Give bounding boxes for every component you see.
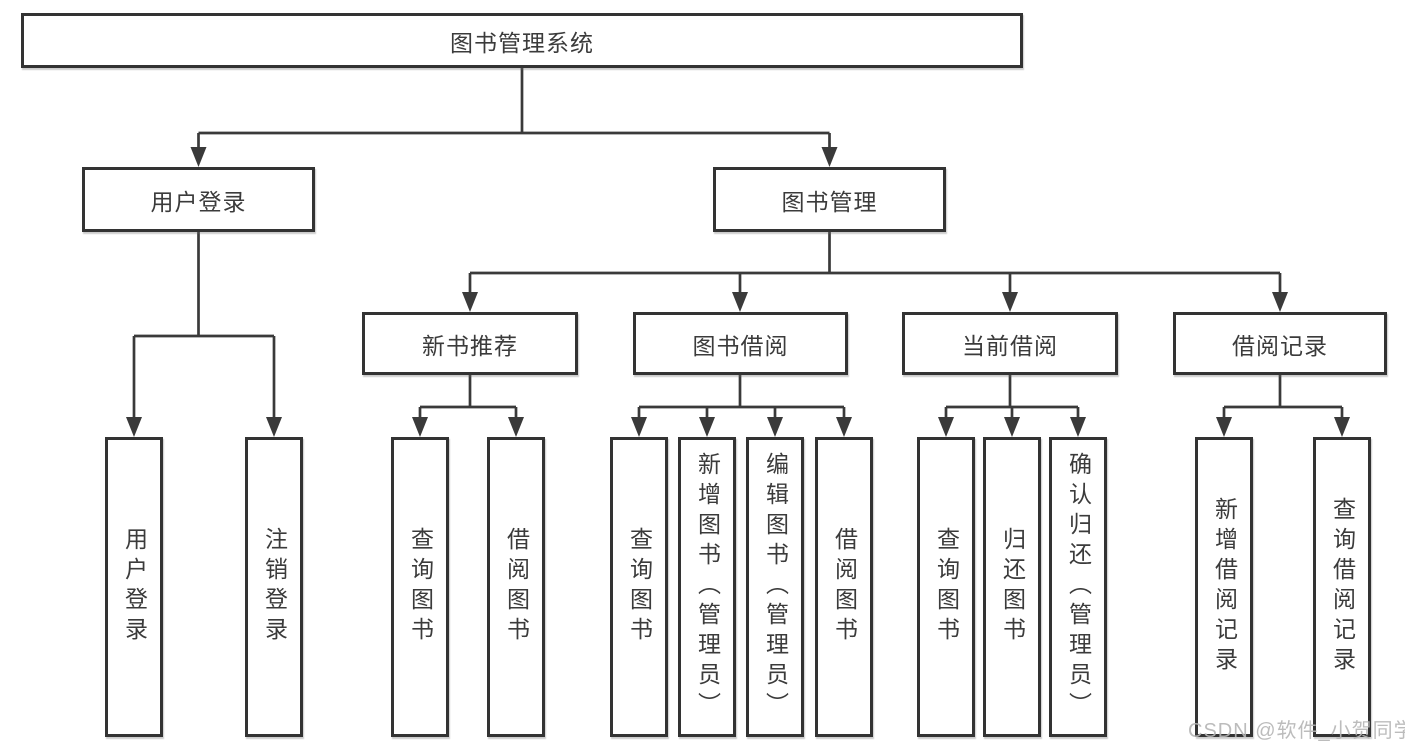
leaf-borrow-books: 借阅图书 — [815, 437, 873, 737]
csdn-watermark: CSDN @软件_小贺同学 — [1188, 720, 1405, 742]
node-new-book-recommendation: 新书推荐 — [362, 312, 578, 375]
connector-user-login-to-leaves — [126, 232, 282, 437]
node-label: 查询图书 — [626, 527, 653, 647]
node-book-borrowing: 图书借阅 — [633, 312, 848, 375]
node-label: 图书管理系统 — [450, 29, 594, 56]
node-label: 用户登录 — [150, 188, 247, 215]
connector-borrow-records-to-leaves — [1216, 375, 1350, 437]
node-label: 借阅图书 — [503, 527, 530, 647]
leaf-query-books: 查询图书 — [917, 437, 975, 737]
node-label: 新书推荐 — [422, 332, 518, 359]
node-label: 编辑图书（管理员） — [762, 452, 789, 722]
node-label: 图书管理 — [781, 188, 878, 215]
node-label: 确认归还（管理员） — [1065, 452, 1092, 722]
node-library-management-system: 图书管理系统 — [21, 13, 1023, 68]
node-current-borrowing: 当前借阅 — [902, 312, 1118, 375]
node-label: 用户登录 — [121, 527, 148, 647]
node-label: 注销登录 — [261, 527, 288, 647]
leaf-return-book: 归还图书 — [983, 437, 1041, 737]
node-label: 查询借阅记录 — [1329, 497, 1356, 677]
leaf-query-books: 查询图书 — [610, 437, 668, 737]
node-label: 借阅记录 — [1232, 332, 1328, 359]
node-label: 查询图书 — [407, 527, 434, 647]
connector-root-to-level2 — [190, 68, 838, 167]
connector-current-borrow-to-leaves — [938, 375, 1086, 437]
leaf-edit-book-admin: 编辑图书（管理员） — [746, 437, 804, 737]
connector-book-borrow-to-leaves — [631, 375, 852, 437]
leaf-user-login: 用户登录 — [105, 437, 163, 737]
node-label: 新增图书（管理员） — [694, 452, 721, 722]
node-label: 查询图书 — [933, 527, 960, 647]
leaf-add-book-admin: 新增图书（管理员） — [678, 437, 736, 737]
node-borrowing-records: 借阅记录 — [1173, 312, 1387, 375]
node-label: 当前借阅 — [962, 332, 1058, 359]
node-label: 新增借阅记录 — [1211, 497, 1238, 677]
node-user-login: 用户登录 — [82, 167, 315, 232]
node-book-management: 图书管理 — [713, 167, 946, 232]
leaf-logout: 注销登录 — [245, 437, 303, 737]
node-label: 借阅图书 — [831, 527, 858, 647]
connector-new-books-to-leaves — [412, 375, 524, 437]
node-label: 归还图书 — [999, 527, 1026, 647]
node-label: 图书借阅 — [692, 332, 789, 359]
leaf-borrow-books: 借阅图书 — [487, 437, 545, 737]
leaf-query-books: 查询图书 — [391, 437, 449, 737]
leaf-query-borrow-record: 查询借阅记录 — [1313, 437, 1371, 737]
leaf-add-borrow-record: 新增借阅记录 — [1195, 437, 1253, 737]
connector-book-mgmt-to-level3 — [462, 232, 1288, 312]
leaf-confirm-return-admin: 确认归还（管理员） — [1049, 437, 1107, 737]
